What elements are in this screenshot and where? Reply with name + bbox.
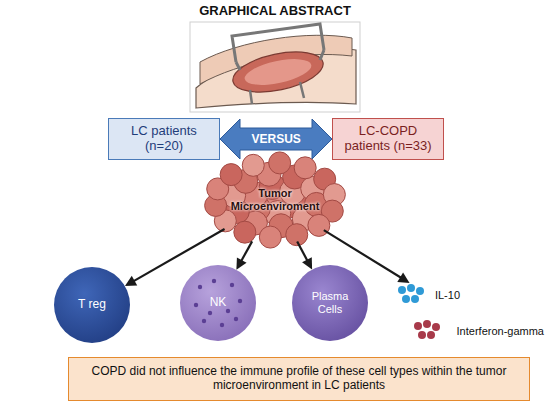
arrow-head (125, 276, 137, 286)
cytokine-marker: Interferon-gamma (412, 318, 546, 344)
node-text: Plasma Cells (302, 290, 358, 315)
connector (236, 241, 252, 269)
connector (220, 119, 332, 159)
connector-line (240, 241, 252, 262)
node-text: COPD did not influence the immune profil… (79, 365, 519, 393)
arrow-head (236, 257, 246, 269)
diagram-title: GRAPHICAL ABSTRACT (0, 3, 550, 18)
node-text: T reg (78, 298, 106, 312)
node-text: LC patients (n=20) (117, 124, 211, 154)
cell-circle: T reg (54, 267, 130, 343)
edge-label: VERSUS (252, 132, 301, 146)
conclusion-box: COPD did not influence the immune profil… (68, 357, 530, 401)
tumor-cluster: Tumor Microenviroment (208, 156, 342, 244)
connector-line (132, 229, 225, 282)
connector (324, 230, 410, 283)
double-arrow (220, 119, 332, 159)
cytokine-marker: IL-10 (396, 283, 462, 307)
group-box: LC-COPD patients (n=33) (332, 118, 444, 160)
arrow-head (302, 257, 312, 269)
cell-circle: NK (180, 265, 256, 341)
node-text: LC-COPD patients (n=33) (339, 124, 437, 154)
node-text: IL-10 (435, 289, 460, 302)
node-text: NK (210, 296, 227, 310)
node-text: Interferon-gamma (457, 325, 544, 338)
arrow-head (397, 273, 409, 283)
connector (125, 229, 225, 286)
node-text: Tumor Microenviroment (226, 187, 324, 212)
connector-line (297, 242, 308, 263)
group-box: LC patients (n=20) (108, 118, 220, 160)
connector (297, 242, 312, 270)
connector-line (324, 230, 403, 279)
cell-circle: Plasma Cells (292, 265, 368, 341)
